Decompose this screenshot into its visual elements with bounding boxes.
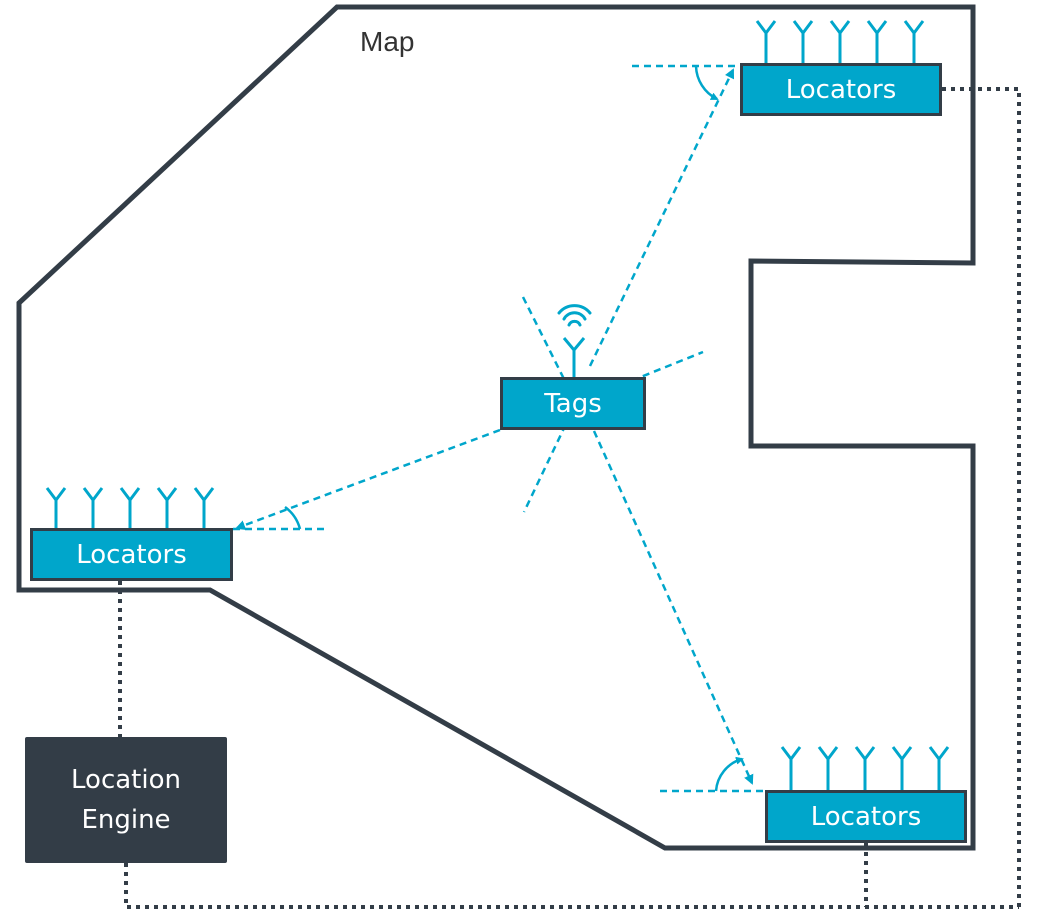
- angle-arc-left: [284, 505, 302, 530]
- locator-bottom-label: Locators: [810, 801, 922, 832]
- antenna-icon: [156, 487, 178, 528]
- location-engine-box: Location Engine: [25, 737, 227, 863]
- antenna-icon: [891, 746, 913, 790]
- tag-box: Tags: [500, 377, 646, 430]
- angle-arc-bottom: [714, 756, 744, 792]
- wifi-icon: [557, 304, 592, 327]
- antenna-icon: [45, 487, 67, 528]
- antenna-icon: [928, 746, 950, 790]
- locator-left: Locators: [30, 528, 233, 581]
- tag-ray-lower-left: [522, 402, 578, 513]
- antenna-icon: [780, 746, 802, 790]
- arrow-to-top-locator: [588, 68, 735, 367]
- antenna-icon: [119, 487, 141, 528]
- map-title: Map: [360, 26, 415, 57]
- antenna-icon: [817, 746, 839, 790]
- tag-antenna-icon: [562, 337, 586, 377]
- tag-ray-upper-right: [575, 350, 704, 405]
- antenna-icon: [193, 487, 215, 528]
- antenna-array-left-icon: [45, 487, 215, 528]
- location-engine-label: Location Engine: [71, 765, 181, 835]
- locator-bottom: Locators: [765, 790, 967, 843]
- angle-arc-top: [694, 65, 719, 101]
- tag-label: Tags: [544, 388, 602, 419]
- locator-left-label: Locators: [76, 539, 187, 570]
- arrow-to-bottom-locator: [592, 430, 754, 785]
- backhaul-connections: [118, 87, 1021, 909]
- locator-top: Locators: [740, 63, 942, 116]
- arrow-to-left-locator: [235, 428, 501, 530]
- antenna-icon: [903, 20, 925, 63]
- angle-arcs: [284, 65, 744, 792]
- map-outline: [16, 4, 976, 851]
- antenna-icon: [755, 20, 777, 63]
- locator-top-label: Locators: [785, 74, 897, 105]
- antenna-icon: [854, 746, 876, 790]
- antenna-icon: [829, 20, 851, 63]
- connection-engine-bottom: [124, 863, 1019, 909]
- antenna-icon: [792, 20, 814, 63]
- aoa-arrows: [233, 64, 765, 793]
- connection-top-right: [942, 87, 1021, 907]
- antenna-array-bottom-icon: [780, 746, 950, 790]
- antenna-array-top-icon: [755, 20, 925, 63]
- antenna-icon: [82, 487, 104, 528]
- antenna-icon: [866, 20, 888, 63]
